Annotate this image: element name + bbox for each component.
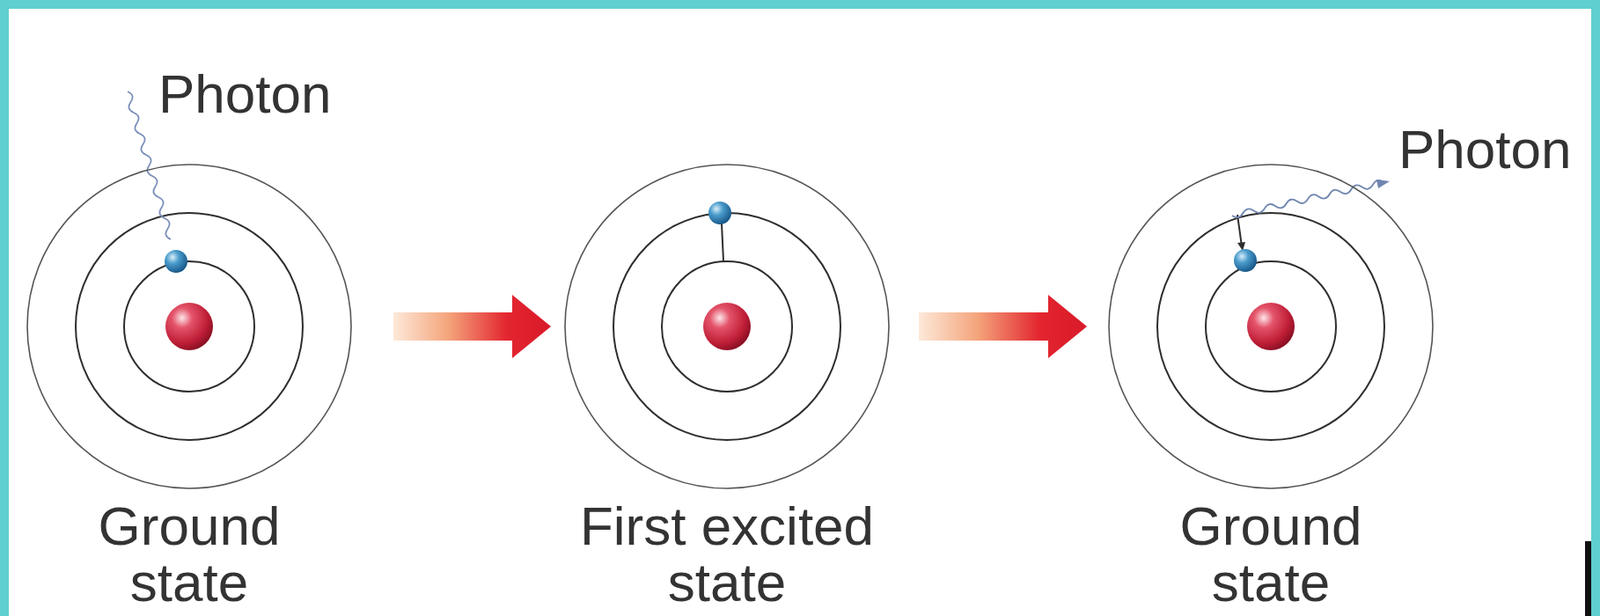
transition-arrow [393,294,551,359]
atom-node: First excited state [550,164,903,611]
atom-node: Ground state [13,164,366,611]
transition-line [721,223,724,262]
orbit-outline [1094,164,1447,489]
photon-wave [1232,180,1384,218]
electron [164,201,1257,273]
outer-orbit [565,164,889,489]
atom-inner-orbits [75,212,1385,441]
state-label: Ground state [74,498,304,611]
photon-label: Photon [158,66,332,123]
transition-line [1237,214,1242,247]
atom-node: Ground state [1094,164,1447,611]
orbit-outline [550,164,903,489]
nucleus [165,302,1295,351]
photon-arrowhead [1376,179,1390,189]
state-label: Ground state [1156,498,1386,611]
transition-arrow [918,294,1087,359]
state-label: First excited state [559,498,895,611]
outer-orbit [1108,164,1433,489]
outer-orbit [27,164,352,489]
label-holder: Photon [1398,121,1572,178]
edge-bar [1585,541,1592,616]
orbit-outline [13,164,366,489]
photon-label: Photon [1398,121,1572,178]
label-holder: Photon [158,66,332,123]
